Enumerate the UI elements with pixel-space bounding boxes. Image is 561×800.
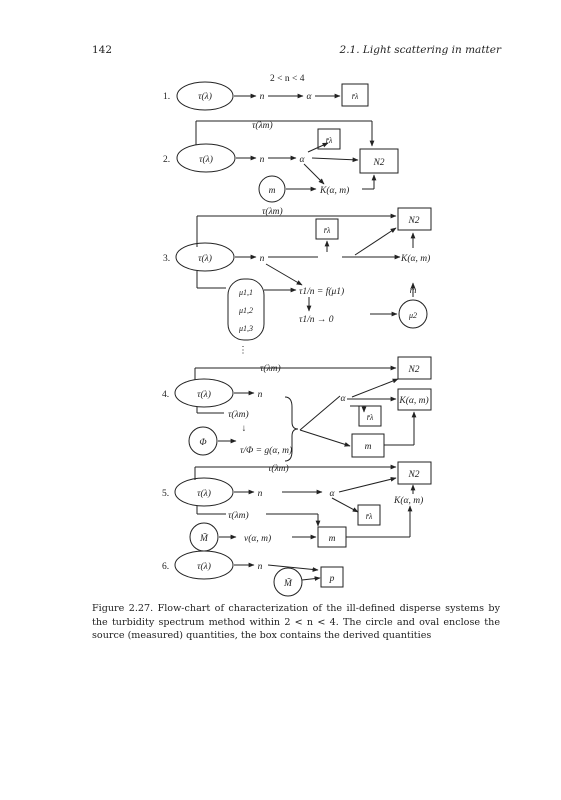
row3-tau-m: τ(λm) [262, 206, 283, 217]
row6-p: p [329, 574, 335, 584]
row5-rbar-box [357, 504, 381, 526]
row5-rbar: r̄λ [366, 512, 373, 521]
row4-tau-m-side: τ(λm) [228, 409, 249, 420]
row4-number: 4. [162, 390, 169, 400]
row2-k: K(α, m) [319, 185, 349, 196]
flowchart: 2 < n < 4 1. τ(λ) n α r̄λ τ(λm) r̄λ 2. τ… [162, 74, 432, 597]
row4-k: K(α, m) [398, 395, 428, 406]
row3-n: n [260, 254, 265, 264]
row1-n: n [260, 92, 265, 102]
row2-number: 2. [163, 155, 170, 165]
page-number: 142 [92, 44, 113, 56]
row4-rbar-box [358, 405, 382, 427]
row5-n: n [258, 489, 263, 499]
row4-k-box [397, 388, 432, 411]
row3-source: τ(λ) [198, 253, 212, 264]
row2-m: m [269, 186, 276, 196]
row2-alpha: α [300, 155, 306, 165]
row3-rbar-box [315, 218, 339, 240]
row4-n2: N2 [407, 365, 419, 375]
row2-m-circle [258, 175, 286, 203]
row5-tau-m-top: τ(λm) [268, 463, 289, 474]
row5-n2-box [397, 461, 432, 485]
row4-alpha: α [341, 394, 347, 404]
row4-tau-m-top: τ(λm) [260, 363, 281, 374]
row5-number: 5. [162, 489, 169, 499]
row2-source-oval [176, 143, 236, 173]
row6-source: τ(λ) [197, 561, 211, 572]
row4-n2-box [397, 356, 432, 380]
row5-v: v(α, m) [244, 533, 271, 544]
row3-k: K(α, m) [400, 253, 430, 264]
row5-m-tilde: M̃ [199, 531, 209, 544]
row6-n: n [258, 562, 263, 572]
row1-source: τ(λ) [198, 91, 212, 102]
figure-caption: Figure 2.27. Flow-chart of characterizat… [92, 603, 500, 641]
row3-mu11: μ1,1 [238, 288, 253, 297]
row4-m: m [365, 442, 372, 452]
row2-n: n [260, 155, 265, 165]
row5-n2: N2 [407, 470, 419, 480]
row3-mu-group [227, 278, 265, 341]
row3-eq2: τ1/n → 0 [299, 315, 334, 325]
row6-source-oval [174, 550, 234, 580]
row5-source: τ(λ) [197, 488, 211, 499]
row4-eq: τ/Φ = g(α, m) [240, 445, 292, 456]
row1-result-box [341, 83, 369, 107]
row1-result: r̄λ [352, 92, 359, 101]
row6-m-tilde: M̃ [283, 576, 293, 589]
row4-phi-circle [188, 426, 218, 456]
row3-source-oval [175, 242, 235, 272]
row5-tau-m-side: τ(λm) [228, 510, 249, 521]
range-label: 2 < n < 4 [270, 74, 305, 84]
row2-n2-box [359, 148, 399, 174]
row4-phi: Φ [199, 438, 206, 448]
row2-n2: N2 [372, 158, 384, 168]
row4-rbar: r̄λ [367, 413, 374, 422]
row2-source: τ(λ) [199, 154, 213, 165]
row3-m: m [410, 286, 417, 296]
row6-number: 6. [162, 562, 169, 572]
row3-number: 3. [163, 254, 170, 264]
row5-alpha: α [330, 489, 336, 499]
row3-eq1: τ1/n = f(μ1) [299, 286, 344, 297]
row1-alpha: α [307, 92, 313, 102]
row6-p-box [320, 566, 344, 588]
row3-ellipsis: ⋮ [238, 346, 248, 356]
row3-mu13: μ1,3 [238, 324, 253, 333]
row2-rbar: r̄λ [326, 136, 333, 145]
row3-n2-box [397, 207, 432, 231]
row6-m-tilde-circle [273, 567, 303, 597]
row5-m: m [329, 534, 336, 544]
row4-down-arrow: ↓ [242, 424, 247, 434]
row1-source-oval [176, 81, 234, 111]
row4-n: n [258, 390, 263, 400]
row3-mu2: μ2 [408, 311, 417, 320]
row3-n2: N2 [407, 216, 419, 226]
running-head: 2.1. Light scattering in matter [339, 44, 501, 56]
row3-rbar: r̄λ [324, 226, 331, 235]
row3-mu12: μ1,2 [238, 306, 253, 315]
row4-source-oval [174, 378, 234, 408]
row2-rbar-box [317, 128, 341, 150]
row5-k: K(α, m) [393, 495, 423, 506]
row3-mu2-circle [398, 299, 428, 329]
row5-source-oval [174, 477, 234, 507]
row4-source: τ(λ) [197, 389, 211, 400]
row1-number: 1. [163, 92, 170, 102]
row2-tau-m: τ(λm) [252, 120, 273, 131]
